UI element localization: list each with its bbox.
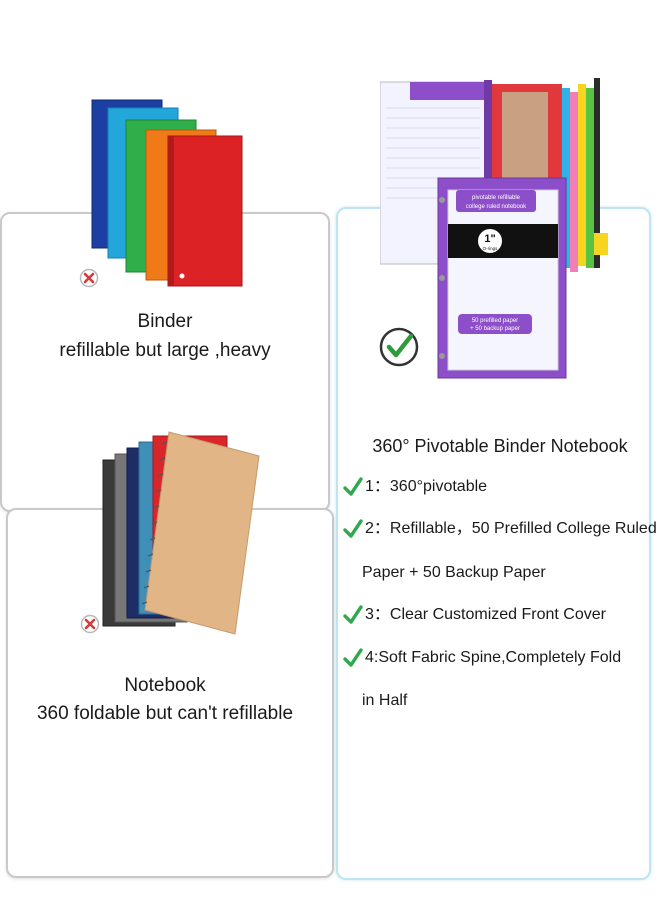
- binder-image: [91, 99, 243, 287]
- feature-3-text: 3：Clear Customized Front Cover: [365, 606, 606, 623]
- feature-4: 4:Soft Fabric Spine,Completely Fold: [343, 648, 621, 668]
- x-mark-icon: [79, 268, 99, 288]
- feature-1: 1：360°pivotable: [343, 477, 487, 497]
- notebook-title: Notebook: [124, 675, 206, 696]
- binder-title: Binder: [137, 311, 193, 332]
- binder-subtitle: refillable but large ,heavy: [59, 340, 271, 361]
- paper-label-2: + 50 backup paper: [470, 326, 520, 332]
- x-mark-icon: [80, 614, 100, 634]
- notebook-subtitle: 360 foldable but can't refillable: [36, 703, 294, 724]
- paper-label-1: 50 prefilled paper: [472, 318, 518, 324]
- product-image: pivotable refillable college ruled noteb…: [380, 78, 608, 379]
- check-icon: [343, 477, 363, 496]
- check-mark-icon: [379, 327, 419, 367]
- ring-label: O-rings: [483, 246, 499, 251]
- feature-1-text: 1：360°pivotable: [365, 478, 488, 495]
- feature-3: 3：Clear Customized Front Cover: [343, 605, 606, 625]
- product-title: 360° Pivotable Binder Notebook: [372, 436, 628, 456]
- feature-4-continued: in Half: [362, 692, 408, 709]
- notebook-image: [102, 431, 260, 635]
- feature-2: 2：Refillable，50 Prefilled College Ruled: [343, 519, 657, 539]
- cover-label-2: college ruled notebook: [466, 204, 527, 210]
- check-icon: [343, 519, 363, 538]
- check-icon: [343, 648, 363, 667]
- feature-2-continued: Paper + 50 Backup Paper: [362, 564, 546, 581]
- check-icon: [343, 605, 363, 624]
- feature-2-text: 2：Refillable，50 Prefilled College Ruled: [365, 520, 657, 537]
- ring-size: 1": [484, 233, 495, 245]
- cover-label-1: pivotable refillable: [472, 195, 521, 201]
- feature-4-text: 4:Soft Fabric Spine,Completely Fold: [365, 649, 622, 666]
